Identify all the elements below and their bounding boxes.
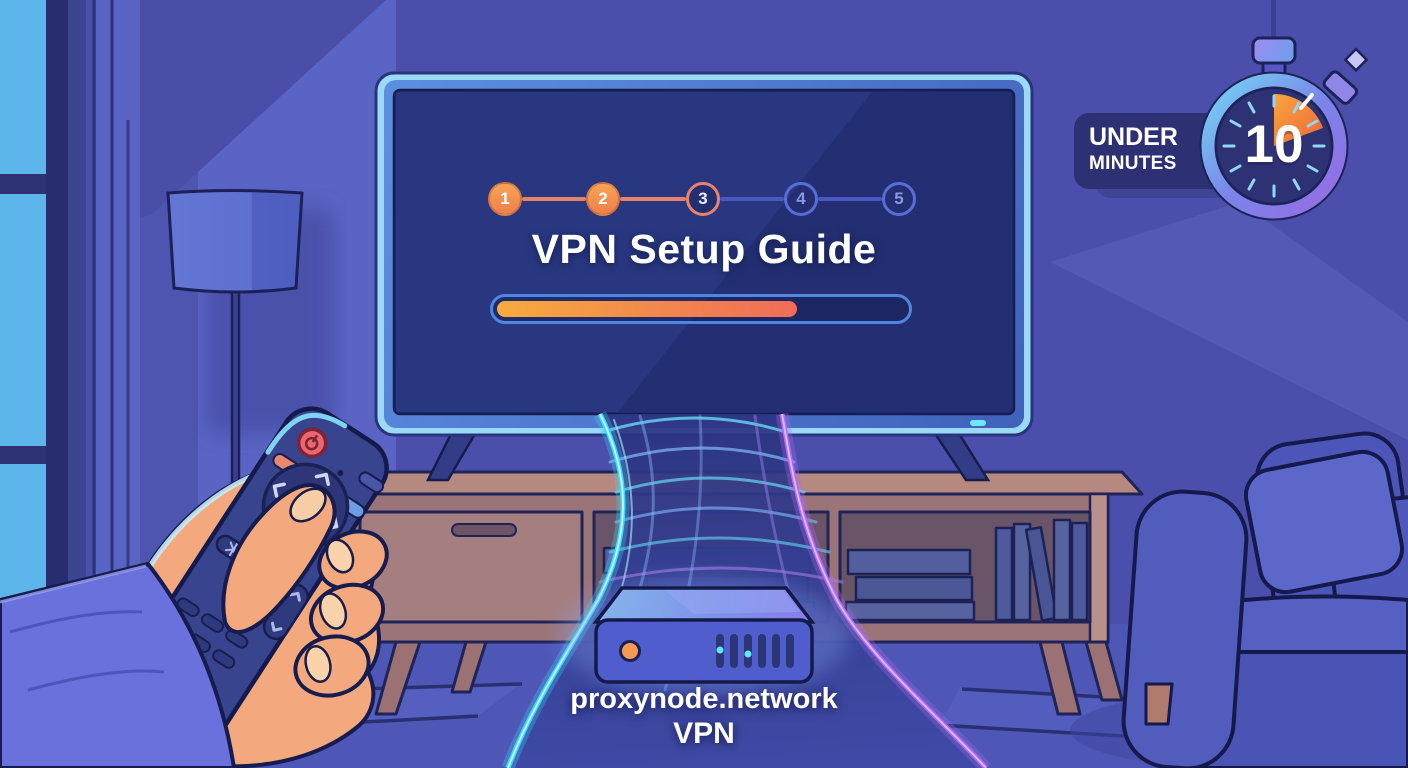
chair-pillow — [1243, 449, 1405, 595]
vpn-router-device — [559, 576, 849, 696]
step-indicator-2: 2 — [586, 182, 620, 216]
badge-minutes-label: MINUTES — [1089, 153, 1177, 174]
tv — [374, 71, 1034, 482]
screen-sheen — [396, 92, 872, 412]
device-type-label: VPN — [673, 717, 735, 750]
thumb — [221, 483, 337, 635]
stopwatch-wedge — [1274, 93, 1323, 146]
window-mullion — [0, 174, 46, 194]
armchair — [1070, 431, 1408, 768]
hand-with-remote — [0, 406, 389, 768]
window-frame — [68, 0, 86, 692]
wall-light-wedge-right — [1050, 202, 1408, 440]
device-top-sheen — [664, 590, 800, 614]
power-icon — [296, 427, 328, 459]
remote-button — [358, 471, 385, 494]
window-frame — [46, 0, 68, 706]
led-indicator-icon — [619, 640, 641, 662]
stopwatch-ticks — [1222, 94, 1326, 198]
step-indicator-4: 4 — [784, 182, 818, 216]
stopwatch-crown — [1251, 36, 1297, 65]
lamp-shade — [166, 189, 304, 294]
chair-leg — [1144, 682, 1174, 726]
device-front — [594, 618, 814, 684]
stacked-books — [844, 548, 976, 622]
step-connector — [522, 197, 586, 201]
step-indicator-3: 3 — [686, 182, 720, 216]
window — [0, 0, 130, 706]
tv-screen-content: 1 2 3 4 5 VPN Setup Guide — [394, 90, 1014, 414]
beam-arcs — [598, 416, 844, 584]
badge-under-label: UNDER — [1089, 123, 1178, 151]
device-name-label: proxynode.network — [570, 683, 838, 715]
fingers — [293, 529, 389, 698]
badge-minutes-value: 10 — [1244, 115, 1304, 174]
window-mullion — [0, 446, 46, 464]
stopwatch-side-button — [1322, 70, 1359, 105]
step-indicator-1: 1 — [488, 182, 522, 216]
progress-bar-fill — [497, 301, 797, 317]
wall-shadow-wedge — [140, 0, 386, 218]
beam-edges — [501, 411, 991, 768]
standing-books — [994, 518, 1089, 622]
step-indicator-5: 5 — [882, 182, 916, 216]
progress-bar — [490, 294, 912, 324]
sleeve — [0, 562, 236, 768]
setup-guide-title: VPN Setup Guide — [531, 226, 877, 272]
step-connector — [720, 197, 784, 201]
tv-power-led — [970, 420, 986, 426]
thumbnail — [289, 487, 327, 523]
under-10-minutes-badge — [1074, 0, 1369, 221]
step-connector — [620, 197, 686, 201]
step-connector — [818, 197, 882, 201]
stopwatch-icon — [1199, 0, 1369, 221]
stopwatch-glint — [1343, 47, 1369, 73]
floor-lamp — [166, 189, 334, 570]
chair-front-armrest — [1121, 489, 1249, 768]
window-glass — [0, 0, 46, 632]
console-legs — [374, 640, 1124, 716]
remote-edge-highlight — [265, 412, 348, 455]
drawer-handle — [451, 523, 517, 537]
console-side — [1088, 492, 1110, 644]
